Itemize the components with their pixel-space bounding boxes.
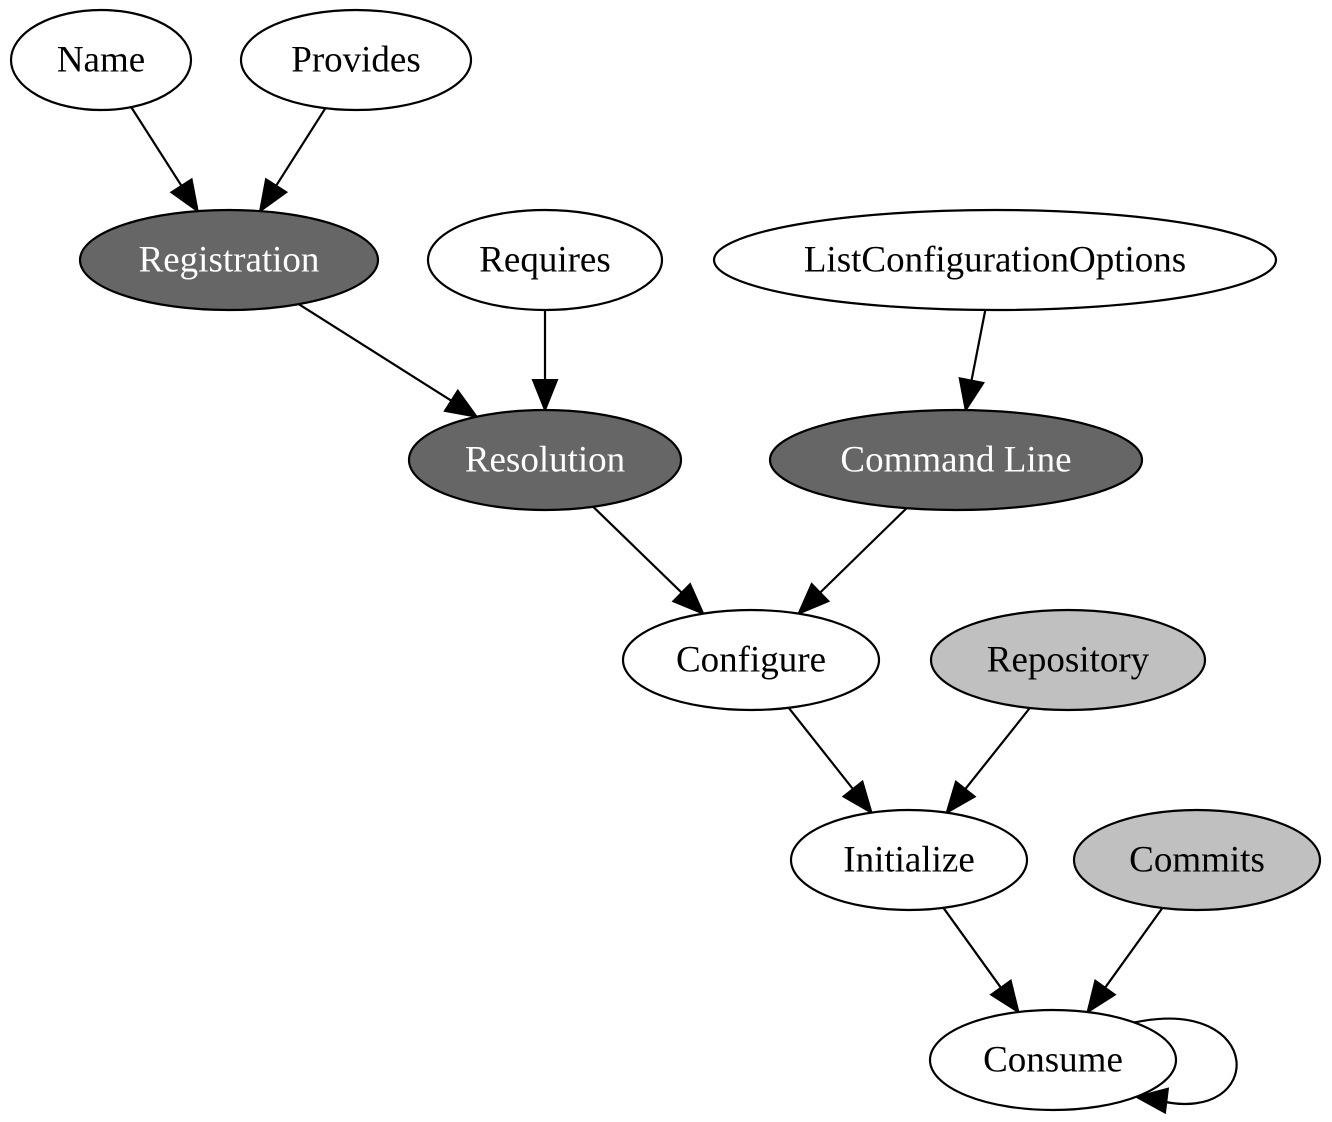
node-commits: Commits (1072, 808, 1322, 912)
node-label: Provides (291, 40, 421, 81)
edge-requires-to-resolution (531, 310, 559, 413)
edge-line (819, 507, 908, 594)
arrowhead (1133, 1087, 1170, 1115)
node-ellipse (9, 8, 193, 112)
arrowhead (796, 582, 831, 616)
node-ellipse (789, 808, 1029, 912)
edge-initialize-to-consume (942, 907, 1020, 1015)
node-command-line: Command Line (768, 408, 1144, 512)
node-ellipse (78, 208, 380, 312)
arrowhead (945, 779, 977, 815)
edge-line (298, 303, 452, 402)
arrowhead (841, 779, 874, 815)
node-ellipse (426, 208, 664, 312)
node-configure: Configure (621, 608, 881, 712)
node-label: Resolution (465, 440, 625, 481)
edge-configure-to-initialize (787, 707, 874, 815)
edge-line (275, 107, 327, 187)
arrowhead (989, 979, 1020, 1015)
node-label: Configure (676, 640, 826, 681)
node-provides: Provides (239, 8, 473, 112)
edge-registration-to-resolution (298, 303, 479, 419)
node-ellipse (768, 408, 1144, 512)
node-label: Commits (1129, 840, 1265, 881)
node-name: Name (9, 8, 193, 112)
edge-name-to-registration (130, 106, 200, 214)
arrowhead (671, 582, 706, 616)
arrowhead (443, 388, 479, 419)
node-ellipse (928, 1008, 1178, 1112)
edge-line (942, 907, 1002, 989)
node-consume: Consume (928, 1008, 1178, 1112)
node-label: Requires (479, 240, 611, 281)
edges-layer (130, 106, 1238, 1115)
node-requires: Requires (426, 208, 664, 312)
node-ellipse (1072, 808, 1322, 912)
node-ellipse (929, 608, 1207, 712)
edge-line (1133, 1017, 1238, 1105)
node-label: ListConfigurationOptions (804, 240, 1186, 281)
node-ellipse (407, 408, 683, 512)
node-label: Consume (983, 1040, 1123, 1081)
edge-line (1104, 907, 1164, 989)
edge-resolution-to-configure (592, 506, 706, 616)
node-list-configuration-options: ListConfigurationOptions (712, 208, 1278, 312)
arrowhead (169, 177, 200, 214)
edge-commits-to-consume (1086, 907, 1164, 1015)
arrowhead (258, 177, 289, 214)
node-label: Command Line (840, 440, 1071, 481)
node-resolution: Resolution (407, 408, 683, 512)
edge-line (964, 707, 1031, 790)
edge-line (592, 506, 683, 594)
node-ellipse (712, 208, 1278, 312)
edge-line (787, 707, 854, 790)
edge-line (130, 106, 183, 187)
edge-repository-to-initialize (945, 707, 1031, 815)
edge-command-line-to-configure (796, 507, 908, 616)
edge-consume-to-consume (1133, 1017, 1238, 1115)
arrowhead (1086, 979, 1117, 1015)
node-label: Repository (987, 640, 1150, 681)
node-ellipse (621, 608, 881, 712)
node-registration: Registration (78, 208, 380, 312)
node-ellipse (239, 8, 473, 112)
node-repository: Repository (929, 608, 1207, 712)
node-label: Name (57, 40, 145, 81)
node-label: Registration (139, 240, 320, 281)
edge-list-configuration-options-to-command-line (958, 309, 987, 413)
node-label: Initialize (843, 840, 975, 881)
arrowhead (531, 379, 559, 413)
edge-provides-to-registration (258, 107, 327, 214)
arrowhead (958, 377, 985, 413)
edge-line (970, 309, 987, 381)
node-initialize: Initialize (789, 808, 1029, 912)
